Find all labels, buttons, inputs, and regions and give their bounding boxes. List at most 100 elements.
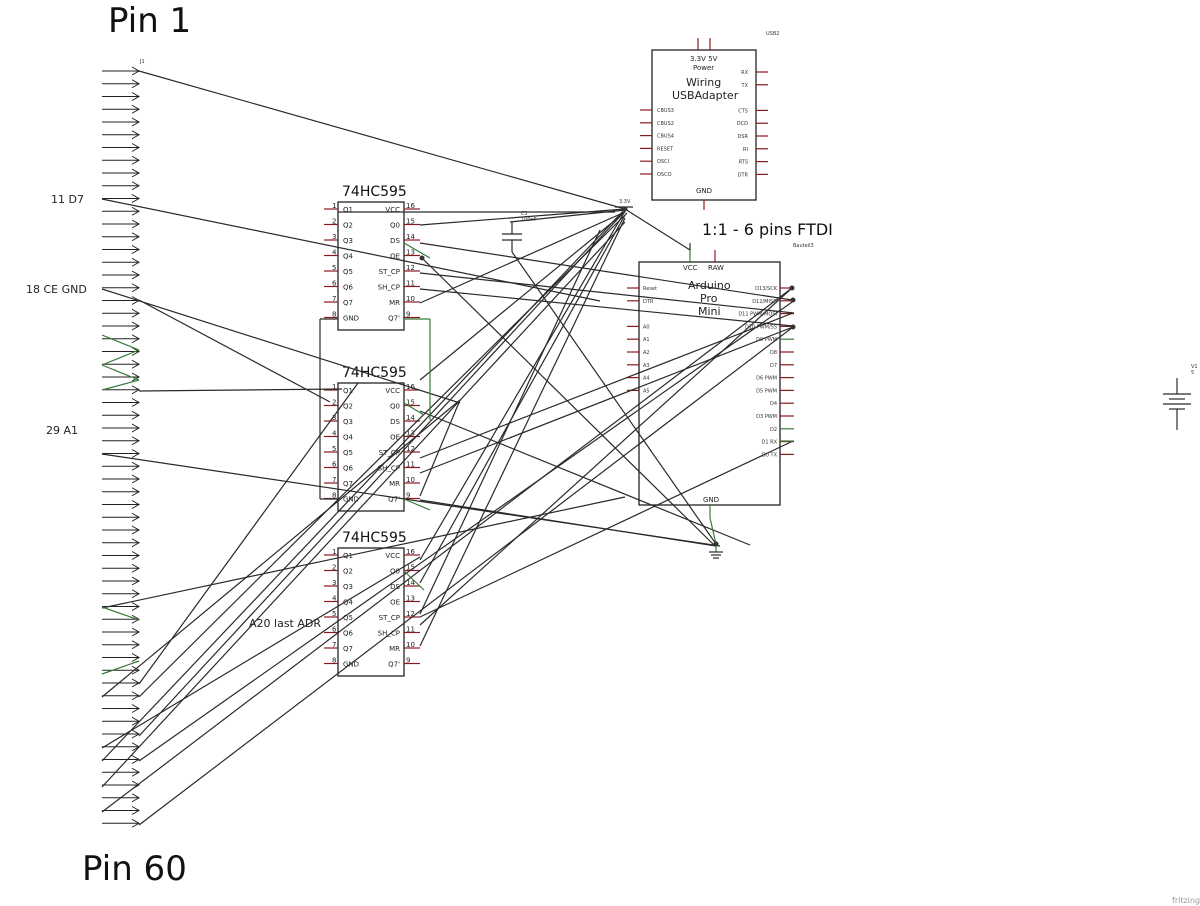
ic-pin-name: Q2 <box>343 568 353 576</box>
header-pin-arrow <box>102 410 141 420</box>
arduino-pin-label: A4 <box>643 376 650 382</box>
header-pin-arrow <box>102 806 141 815</box>
header-pin-arrow <box>102 168 141 178</box>
ic-pin-name: VCC <box>385 206 400 214</box>
ic-pin-number: 6 <box>332 626 337 634</box>
arduino-pin-label: A3 <box>643 363 650 369</box>
usb-pin-label: DTR <box>738 172 749 178</box>
ic-pin-number: 11 <box>406 626 415 634</box>
wire-jumper <box>403 498 431 511</box>
ic-pin-number: 7 <box>332 295 336 303</box>
usb-pin-label: CBUS4 <box>657 134 674 140</box>
arduino-pin-label: D5 PWM <box>756 388 777 394</box>
header-pin-arrow <box>102 691 141 701</box>
ic-pin-number: 15 <box>406 218 415 226</box>
wire <box>419 410 751 546</box>
ic-pin-name: Q7' <box>388 496 400 504</box>
ic-body <box>337 547 405 677</box>
usb-pin-label: TX <box>741 83 749 89</box>
ic-pin-number: 2 <box>332 399 336 407</box>
ic-pin-number: 3 <box>332 579 336 587</box>
junction-dot <box>790 297 796 303</box>
capacitor-c1-label: C1 <box>521 211 528 217</box>
arduino-pin-label: A2 <box>643 350 650 356</box>
wire-jumper <box>403 570 425 591</box>
ic-pin-number: 5 <box>332 610 336 618</box>
ic-pin-number: 11 <box>406 461 415 469</box>
header-pin-arrow <box>102 206 141 216</box>
header-pin-arrow <box>102 487 141 497</box>
wire-jumper <box>403 242 431 259</box>
wire <box>419 312 794 459</box>
header-pin-arrow <box>102 767 141 777</box>
usb-pin-label: RI <box>743 147 748 153</box>
ic-pin-name: Q7 <box>343 480 353 488</box>
ic-pin-name: Q3 <box>343 237 353 245</box>
header-pin-arrow <box>102 704 141 713</box>
header-pin-arrow <box>102 117 141 127</box>
wire <box>101 496 626 609</box>
arduino-pin-label: A0 <box>643 324 650 330</box>
ic-pin-name: SH_CP <box>378 630 400 638</box>
battery-v1: V1 5 <box>1163 364 1198 430</box>
ic-pin-number: 12 <box>406 445 415 453</box>
ic-pin-name: ST_CP <box>379 449 400 457</box>
ic-pin-name: DS <box>390 237 400 245</box>
ic-pin-name: DS <box>390 418 400 426</box>
wire <box>101 198 601 302</box>
usb-pin-label: OSCI <box>657 159 669 165</box>
ic-pin-number: 8 <box>332 657 336 665</box>
ic-pin-number: 14 <box>406 579 415 587</box>
ic-pin-name: Q6 <box>343 630 354 638</box>
ic-pin-name: Q1 <box>343 387 353 395</box>
header-pin-arrow <box>102 308 141 318</box>
ic-pin-number: 16 <box>406 202 415 210</box>
arduino-pin-label: DTR <box>643 299 654 305</box>
wire <box>419 211 626 304</box>
wire-jumper <box>101 334 140 351</box>
header-pin-arrow <box>102 257 141 267</box>
ic-pin-name: GND <box>343 315 359 323</box>
bauteil3-label: Bauteil3 <box>793 243 814 249</box>
usb-title-2: USBAdapter <box>672 89 739 102</box>
arduino-title-3: Mini <box>698 305 721 318</box>
ic-pin-number: 7 <box>332 641 336 649</box>
j1-label: J1 <box>139 59 145 65</box>
wire <box>624 208 691 251</box>
ic-pin-number: 1 <box>332 202 336 210</box>
wire <box>419 217 626 647</box>
ic-pin-name: Q2 <box>343 403 353 411</box>
ic-pin-number: 6 <box>332 461 337 469</box>
battery-v1-label: V1 <box>1191 364 1198 370</box>
wire-jumper <box>709 517 717 545</box>
usb-pin-label: OSCO <box>657 172 672 178</box>
header-pin-arrow <box>102 512 141 522</box>
header-pin-arrow <box>102 614 141 624</box>
header-pin-arrow <box>102 500 141 509</box>
header-pin-arrow <box>102 385 141 395</box>
usb-gnd-label: GND <box>696 187 712 195</box>
ic-pin-number: 5 <box>332 264 336 272</box>
ic-pin-number: 9 <box>406 492 410 500</box>
wire <box>138 299 331 403</box>
ic-pin-number: 5 <box>332 445 336 453</box>
usb2-label: USB2 <box>766 31 779 37</box>
usb-title-1: Wiring <box>686 76 721 89</box>
header-pin-arrow <box>102 130 141 140</box>
ic-pin-number: 2 <box>332 564 336 572</box>
supply-3v3-label: 3.3V <box>619 199 631 205</box>
ic-pin-number: 15 <box>406 564 415 572</box>
header-pin-arrow <box>102 347 141 356</box>
arduino-vcc-label: VCC <box>683 264 698 272</box>
header-pin-arrow <box>102 742 141 752</box>
arduino-gnd-label: GND <box>703 496 719 504</box>
ic-pin-name: Q5 <box>343 449 353 457</box>
header-pin-arrow <box>102 79 141 89</box>
usb-pin-label: CBUS2 <box>657 121 674 127</box>
ic-pin-number: 3 <box>332 233 336 241</box>
ic-pin-number: 11 <box>406 280 415 288</box>
usb-power-label: Power <box>693 64 714 72</box>
fritzing-logo: fritzing <box>1172 896 1200 905</box>
ic-pin-name: Q7 <box>343 645 353 653</box>
